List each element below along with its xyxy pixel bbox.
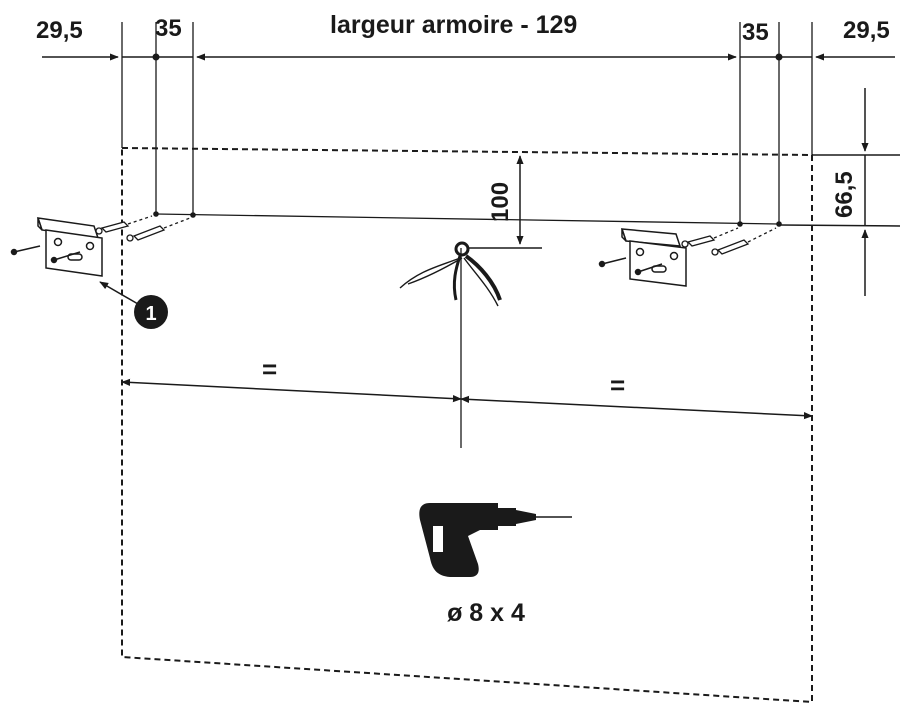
anchor-screws-left bbox=[95, 215, 191, 242]
callout-badge bbox=[134, 295, 168, 329]
callout-number: 1 bbox=[145, 303, 156, 325]
right-margin-label: 29,5 bbox=[843, 17, 890, 44]
equal-left-label: = bbox=[262, 354, 277, 384]
cabinet-width-label: largeur armoire - 129 bbox=[330, 11, 577, 39]
right-vertical-dimension bbox=[779, 88, 901, 296]
callout-leader bbox=[99, 281, 139, 305]
cable-height-label: 100 bbox=[487, 182, 514, 222]
dimension-dot-left bbox=[152, 53, 160, 61]
cable-height-dimension bbox=[468, 155, 542, 249]
left-margin-label: 29,5 bbox=[36, 17, 83, 44]
equal-spacing-arrows bbox=[121, 378, 813, 420]
right-spacing-label: 35 bbox=[742, 19, 769, 46]
cable-icon bbox=[399, 241, 502, 307]
equal-right-label: = bbox=[610, 370, 625, 400]
drill-hole-marks bbox=[153, 211, 782, 227]
top-offset-label: 66,5 bbox=[831, 171, 858, 218]
drill-spec-label: ø 8 x 4 bbox=[447, 599, 525, 627]
anchor-screws-right bbox=[681, 227, 777, 256]
cabinet-outline bbox=[121, 146, 813, 703]
dimension-dot-right bbox=[775, 53, 783, 61]
drill-icon bbox=[419, 503, 572, 577]
reference-lines bbox=[121, 22, 813, 224]
bracket-right-icon bbox=[598, 228, 687, 287]
drill-line bbox=[155, 213, 780, 225]
left-spacing-label: 35 bbox=[155, 15, 182, 42]
bracket-left-icon bbox=[10, 217, 103, 277]
